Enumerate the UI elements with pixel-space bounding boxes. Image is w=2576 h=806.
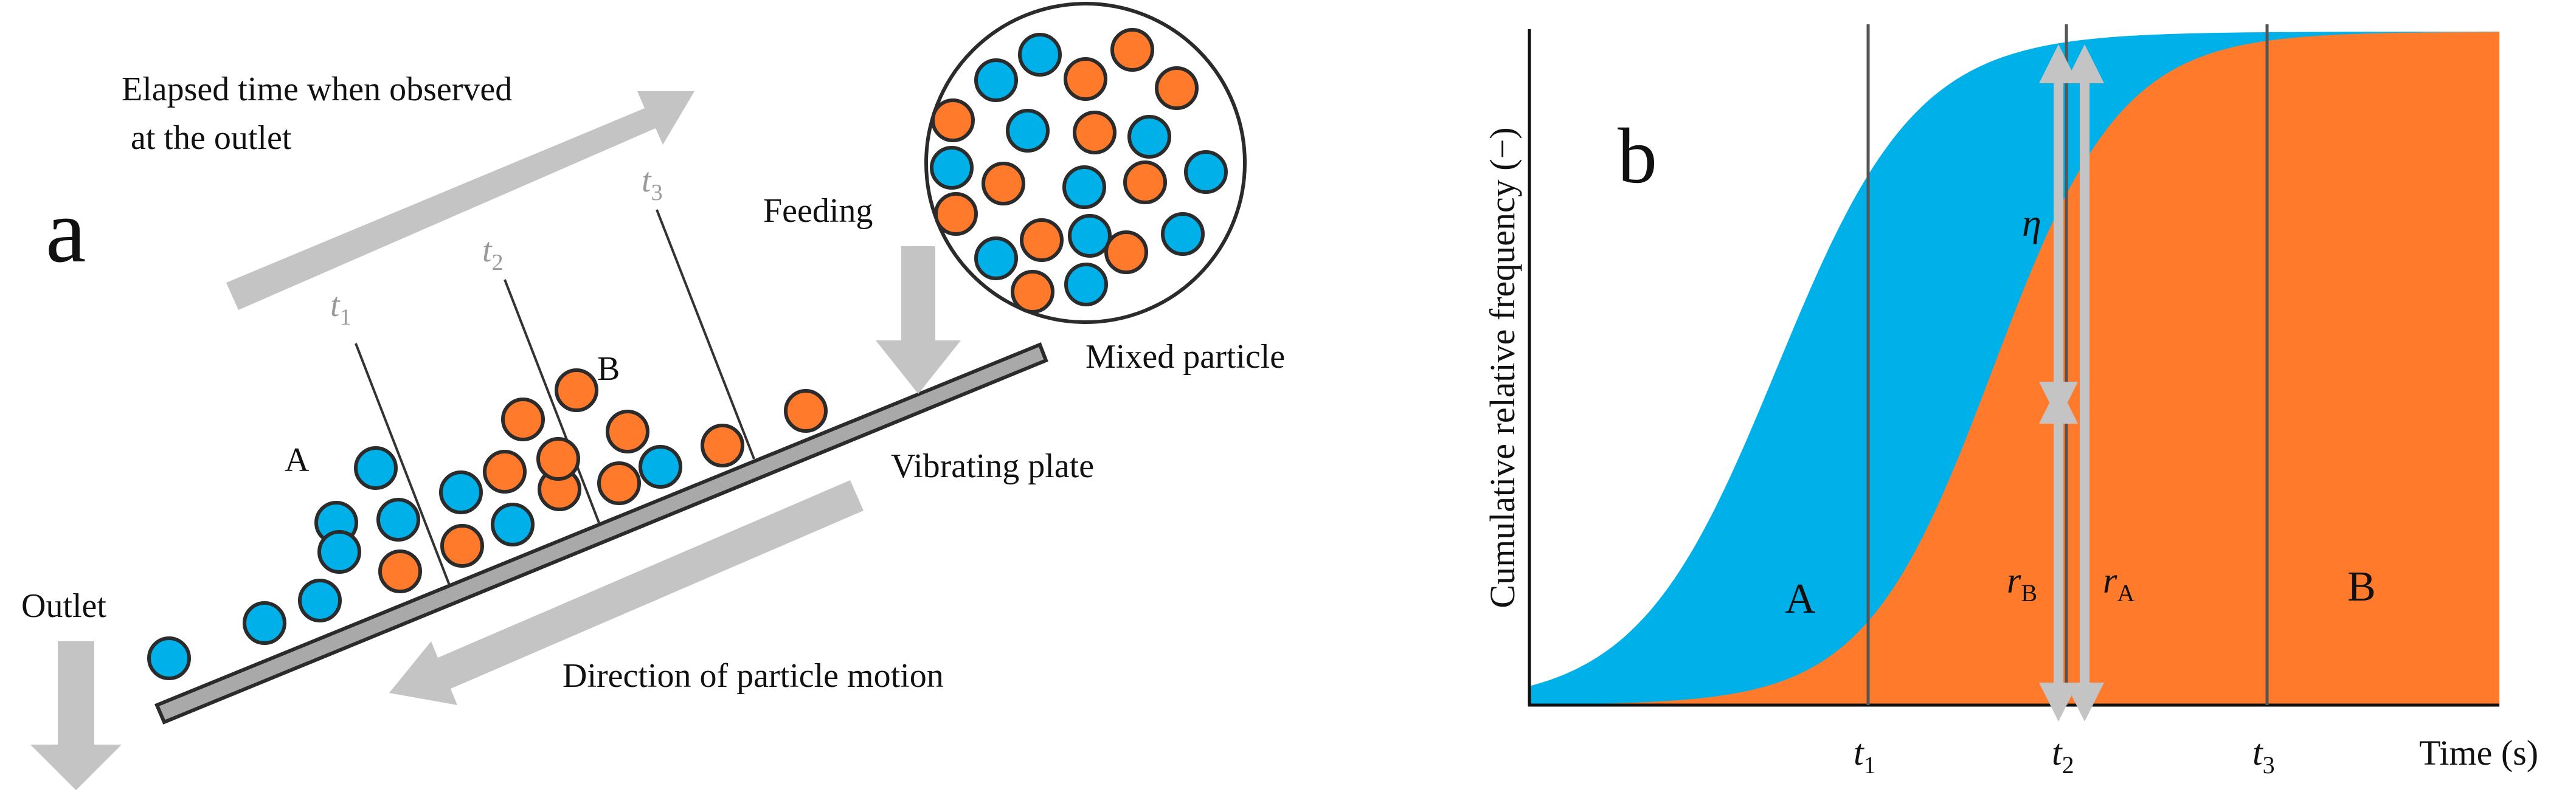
timeline-t2 [504,279,600,523]
plate-particle-B-13 [555,368,598,412]
elapsed-time-arrow-icon [226,91,694,310]
mix-particle-A-13 [1062,165,1106,209]
direction-label: Direction of particle motion [563,657,944,695]
series-B-area [1529,32,2499,705]
mix-particle-A-2 [1018,33,1062,77]
plate-particle-B-8 [378,549,422,593]
mix-particle-A-11 [930,146,974,190]
mix-particle-B-21 [1011,270,1054,314]
rA-label: rA [2103,560,2135,607]
feeding-arrow-icon [876,246,961,394]
feeding-label: Feeding [763,192,873,230]
tick-t3-label: t3 [2252,732,2275,779]
direction-arrow-icon [389,480,864,705]
mix-particle-B-4 [1110,28,1154,72]
particle-A-label: A [285,441,310,479]
outlet-label: Outlet [21,587,106,625]
outlet-arrow-icon [30,641,122,790]
mix-particle-A-22 [1064,263,1108,306]
panel-a: a Elapsed time when observed at the outl… [21,2,1285,790]
panel-a-label: a [46,181,86,281]
mix-particle-A-16 [1068,214,1112,258]
plate-particles [147,368,828,680]
mixed-particle-label: Mixed particle [1085,338,1285,376]
mix-particle-A-9 [1127,115,1171,159]
mix-particle-B-20 [1104,230,1148,274]
plate-particle-A-7 [317,530,361,574]
elapsed-time-label-line1: Elapsed time when observed [122,71,512,108]
mix-particle-B-3 [1064,57,1107,101]
mix-particle-B-5 [1155,66,1199,110]
eta-label: η [2022,201,2041,244]
timeline-t3 [656,209,755,460]
region-B-label: B [2347,563,2376,610]
plate-particle-B-17 [597,461,641,505]
timeline-t1-label: t1 [330,286,351,330]
rB-label: rB [2007,560,2037,607]
plate-particle-B-14 [501,398,545,441]
mix-particle-B-18 [1020,218,1064,262]
plate-particle-B-19 [701,424,744,467]
timeline-t3-label: t3 [642,162,663,205]
plate-particle-A-9 [439,470,483,514]
plate-particle-B-16 [606,410,649,453]
plate-particle-B-10 [440,524,484,568]
timeline-t2-label: t2 [482,232,504,275]
panel-b: b Cumulative relative frequency (−) Time… [1483,24,2538,779]
plate-particle-A-18 [639,445,682,489]
mix-particle-A-10 [1184,150,1228,194]
mix-particle-B-15 [934,192,978,236]
timeline-t1 [355,343,451,587]
mix-particle-A-17 [1161,212,1205,256]
tick-t2-label: t2 [2052,732,2074,779]
mix-particle-B-6 [931,98,975,142]
plate-particle-A-1 [147,636,191,680]
mix-particle-B-14 [1123,160,1167,204]
panel-b-label: b [1618,112,1657,200]
y-axis-label: Cumulative relative frequency (−) [1483,127,1522,608]
region-A-label: A [1785,576,1816,622]
mix-particle-A-7 [1006,109,1050,153]
plate-particle-A-6 [376,498,420,542]
mixed-particles [930,28,1228,314]
plate-particle-A-21 [491,503,535,546]
plate-particle-A-5 [354,446,398,490]
mix-particle-B-12 [982,162,1025,205]
mix-particle-A-19 [974,236,1018,280]
plate-particle-A-2 [243,601,286,645]
plate-particle-B-20 [784,389,828,433]
particle-B-label: B [597,350,620,388]
vibrating-plate-label: Vibrating plate [891,447,1094,485]
mix-particle-A-1 [974,58,1018,102]
elapsed-time-label-line2: at the outlet [131,119,292,157]
plate-particle-A-3 [298,579,342,622]
plate-particle-B-15 [536,437,580,481]
tick-t1-label: t1 [1854,732,1876,779]
vibrating-plate [154,342,1048,725]
x-axis-label: Time (s) [2419,733,2538,773]
mix-particle-B-8 [1073,111,1117,154]
plate-particle-B-11 [483,450,527,494]
